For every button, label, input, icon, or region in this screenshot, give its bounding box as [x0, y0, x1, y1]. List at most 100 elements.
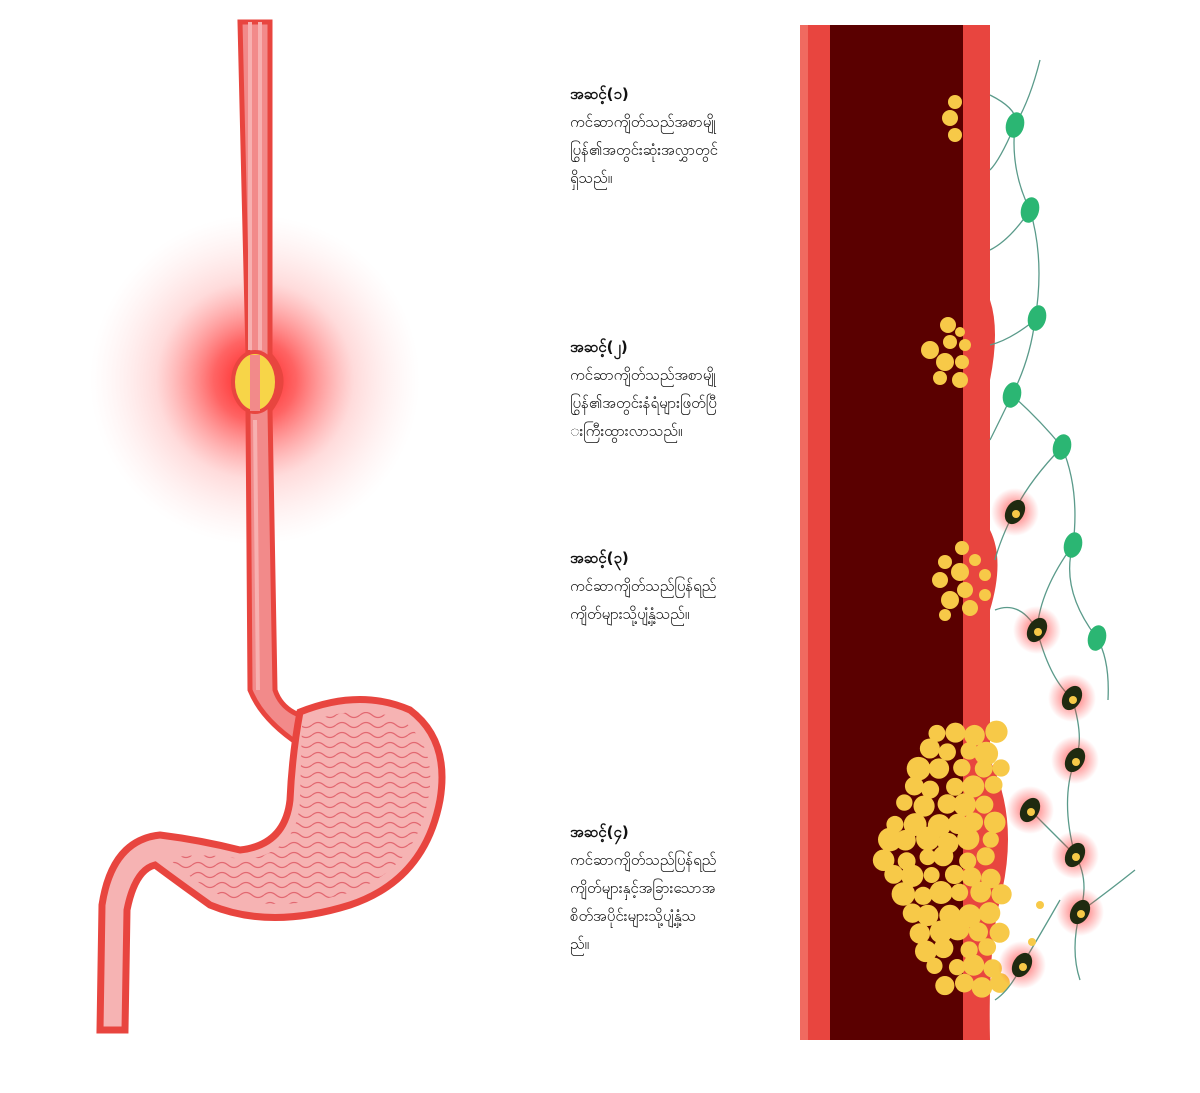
- stage-text: ရှိသည်။: [570, 169, 613, 187]
- tumor-cell: [955, 973, 974, 993]
- tumor-cell: [964, 812, 984, 832]
- stage-4-label: အဆင့်(၄) ကင်ဆာကျိတ်သည်ပြန်ရည် ကျိတ်များန…: [570, 818, 780, 958]
- stage-text: ကျိတ်များနှင့်အခြားသောအ: [570, 879, 716, 897]
- tumor-cell: [921, 341, 939, 359]
- tumor-cell: [978, 938, 997, 956]
- tumor-cell: [962, 775, 985, 798]
- tumor-cell: [970, 881, 992, 903]
- tumor-cell: [971, 977, 993, 998]
- tumor-cell: [957, 582, 973, 598]
- lymph-node: [1063, 532, 1083, 558]
- stage-text: ပြွန်၏အတွင်းဆုံးအလွှာတွင်: [570, 141, 718, 159]
- tumor-cell: [984, 811, 1006, 834]
- tumor-cell: [945, 722, 966, 743]
- tumor-cell: [983, 959, 1002, 978]
- tumor-cell: [916, 826, 941, 851]
- tumor-cell: [884, 864, 904, 884]
- stage-text: ကင်ဆာကျိတ်သည်အစာမျို: [570, 113, 716, 131]
- stage-1-label: အဆင့်(၁) ကင်ဆာကျိတ်သည်အစာမျို ပြွန်၏အတွင…: [570, 80, 780, 192]
- stage-title: အဆင့်(၃): [570, 549, 629, 567]
- tumor-cell: [909, 923, 931, 944]
- stage-text: ကင်ဆာကျိတ်သည်ပြန်ရည်: [570, 577, 717, 595]
- tumor-cell: [896, 794, 913, 811]
- tumor-cell: [968, 922, 988, 942]
- tumor-cell: [901, 864, 924, 887]
- esophageal-wall-section: [800, 25, 1136, 1040]
- tumor-cell: [1012, 510, 1020, 518]
- tumor-cell: [902, 903, 923, 923]
- tumor-cell: [891, 882, 916, 906]
- tumor-cells: [872, 95, 1012, 998]
- tumor-cell: [928, 758, 950, 779]
- tumor-cell: [945, 916, 970, 941]
- tumor-cell: [1077, 910, 1085, 918]
- tumor-cell: [1028, 938, 1036, 946]
- tumor-cell: [872, 849, 895, 872]
- tumor-cell: [953, 793, 976, 816]
- tumor-cell: [919, 848, 936, 866]
- tumor-cell: [906, 756, 931, 781]
- stage-text: ပြွန်၏အတွင်းနံရံများဖြတ်ပြီ: [570, 394, 717, 412]
- tumor-cell: [941, 591, 959, 609]
- tumor-cell: [984, 775, 1003, 794]
- tumor-cell: [953, 759, 971, 777]
- stage-text: ကျိတ်များသို့ပျံ့နှံ့သည်။: [570, 605, 690, 623]
- stage-3-label: အဆင့်(၃) ကင်ဆာကျိတ်သည်ပြန်ရည် ကျိတ်များသ…: [570, 544, 780, 628]
- tumor-cell: [944, 864, 965, 885]
- tumor-cell: [952, 372, 968, 388]
- tumor-cell: [992, 759, 1010, 777]
- tumor-cell: [959, 339, 971, 351]
- tumor-cell: [960, 742, 978, 760]
- stage-text: ကင်ဆာကျိတ်သည်ပြန်ရည်: [570, 851, 717, 869]
- stage-2-label: အဆင့်(၂) ကင်ဆာကျိတ်သည်အစာမျို ပြွန်၏အတွင…: [570, 333, 780, 445]
- tumor-cell: [957, 827, 980, 850]
- tumor-cell: [935, 976, 955, 996]
- tumor-cell: [936, 353, 954, 371]
- tumor-cell: [923, 866, 940, 883]
- tumor-cell: [948, 128, 962, 142]
- tumor-cell: [1069, 696, 1077, 704]
- tumor-cell: [940, 317, 956, 333]
- tumor-cell: [964, 724, 985, 746]
- tumor-cell: [963, 954, 985, 976]
- tumor-cell: [937, 794, 958, 814]
- tumor-cell: [895, 829, 916, 851]
- tumor-cell: [928, 724, 946, 742]
- tumor-cell: [960, 941, 978, 959]
- tumor-cell: [955, 327, 965, 337]
- stage-title: အဆင့်(၄): [570, 823, 629, 841]
- stage-title: အဆင့်(၁): [570, 85, 629, 103]
- tumor-cell: [939, 609, 951, 621]
- lymph-node: [1020, 197, 1040, 223]
- lymph-network: [989, 59, 1136, 1001]
- stage-title: အဆင့်(၂): [570, 338, 628, 356]
- tumor-cell: [955, 541, 969, 555]
- tumor-cell: [932, 572, 948, 588]
- tumor-cell: [991, 884, 1012, 905]
- tumor-cell: [948, 95, 962, 109]
- tumor-cell: [979, 589, 991, 601]
- tumor-cell: [943, 335, 957, 349]
- tumor-cell: [877, 827, 902, 852]
- lymph-node: [1052, 434, 1072, 460]
- lymph-node: [1027, 305, 1047, 331]
- tumor-cell: [929, 880, 953, 904]
- tumor-cell: [948, 958, 966, 976]
- tumor-cell: [917, 904, 939, 927]
- tumor-cell: [950, 883, 969, 902]
- lymph-node: [1002, 382, 1022, 408]
- tumor-cell: [974, 759, 993, 778]
- tumor-cell: [979, 569, 991, 581]
- tumor-cell: [1034, 628, 1042, 636]
- tumor-cell: [959, 852, 977, 870]
- tumor-cell: [961, 867, 982, 887]
- tumor-cell: [946, 777, 964, 796]
- stage-text: ည်။: [570, 935, 590, 953]
- tumor-cell: [989, 922, 1010, 943]
- tumor-cell: [926, 957, 943, 974]
- tumor-cell: [962, 600, 978, 616]
- tumor-cell: [1019, 963, 1027, 971]
- lymph-node: [1087, 625, 1107, 651]
- tumor-cell: [938, 555, 952, 569]
